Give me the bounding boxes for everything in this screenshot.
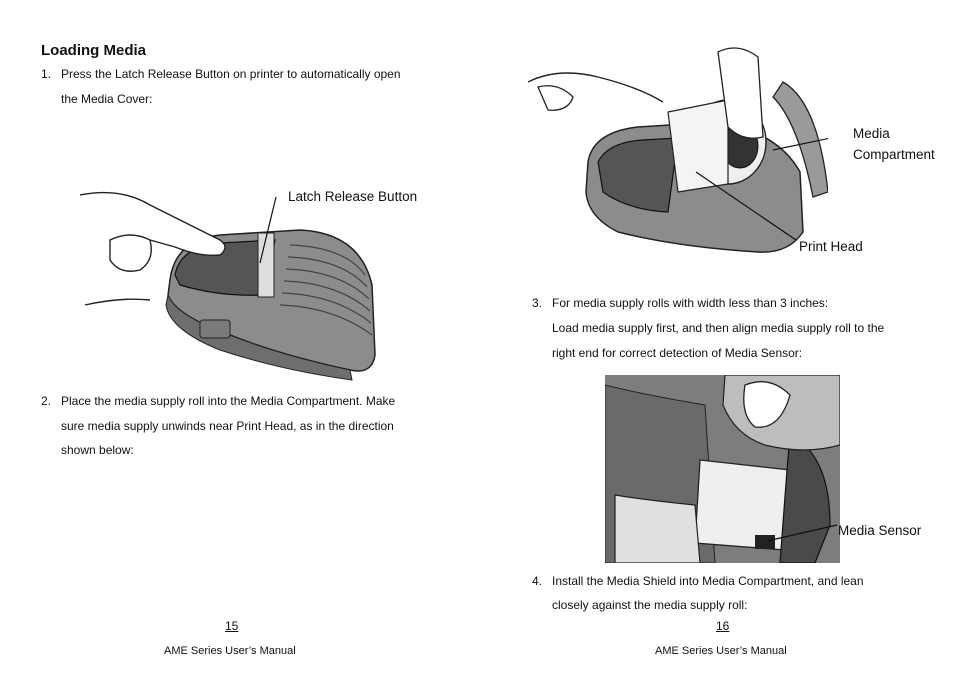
step-2-text-line-2: sure media supply unwinds near Print Hea… <box>61 419 394 433</box>
step-3-text-line-1: For media supply rolls with width less t… <box>552 296 829 310</box>
callout-latch-release-button: Latch Release Button <box>288 189 418 204</box>
step-4-number: 4. <box>532 574 543 588</box>
footer-left: AME Series User’s Manual <box>164 645 296 657</box>
page-number-left: 15 <box>225 619 239 633</box>
step-3-text-line-2: Load media supply first, and then align … <box>552 321 885 335</box>
latch-release-illustration <box>80 191 376 381</box>
step-1-text-line-2: the Media Cover: <box>61 92 153 106</box>
step-4-text-line-2: closely against the media supply roll: <box>552 598 748 612</box>
page-number-right: 16 <box>716 619 730 633</box>
step-3-text-line-3: right end for correct detection of Media… <box>552 346 803 360</box>
media-sensor-illustration <box>605 375 840 563</box>
step-1-text-line-1: Press the Latch Release Button on printe… <box>61 67 401 81</box>
callout-media-sensor: Media Sensor <box>838 523 922 538</box>
step-2-text-line-1: Place the media supply roll into the Med… <box>61 394 396 408</box>
step-3-number: 3. <box>532 296 543 310</box>
section-title: Loading Media <box>41 42 146 59</box>
callout-print-head: Print Head <box>799 239 863 254</box>
step-2-text-line-3: shown below: <box>61 443 134 457</box>
callout-media-compartment-line-1: Media <box>853 126 890 141</box>
footer-right: AME Series User’s Manual <box>655 645 787 657</box>
step-4-text-line-1: Install the Media Shield into Media Comp… <box>552 574 864 588</box>
step-2-number: 2. <box>41 394 52 408</box>
step-1-number: 1. <box>41 67 52 81</box>
callout-media-compartment-line-2: Compartment <box>853 147 935 162</box>
media-compartment-illustration <box>528 47 828 253</box>
